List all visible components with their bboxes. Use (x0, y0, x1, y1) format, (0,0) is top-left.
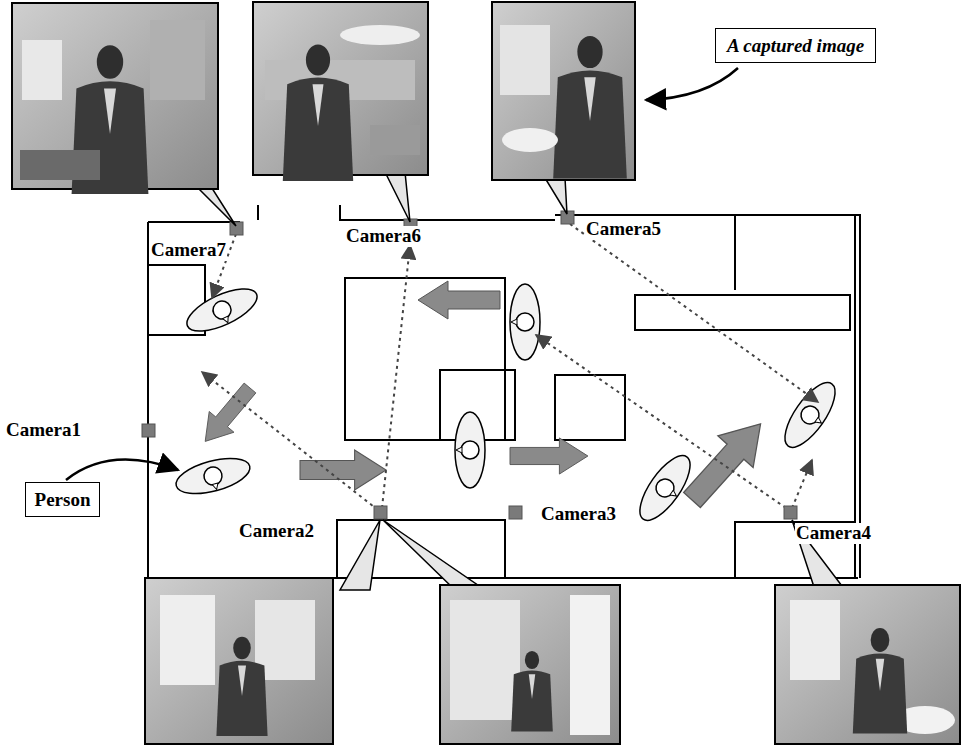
walls (148, 205, 860, 578)
camera-label: Camera6 (345, 226, 422, 247)
note-text: A captured image (727, 35, 864, 57)
note-text: Person (35, 489, 91, 511)
person-figures (172, 280, 844, 527)
note-box: A captured image (715, 28, 876, 63)
camera-label: Camera2 (238, 521, 315, 542)
captured-images (12, 2, 960, 744)
movement-arrows (193, 281, 778, 516)
camera-label: Camera4 (795, 523, 872, 544)
note-box: Person (25, 482, 100, 517)
camera-label: Camera5 (585, 219, 662, 240)
camera-label: Camera1 (5, 420, 82, 441)
camera-symbols (142, 211, 797, 519)
view-lines (202, 224, 818, 510)
camera-label: Camera3 (540, 504, 617, 525)
camera-label: Camera7 (150, 240, 227, 261)
leader-arrows (66, 68, 738, 480)
